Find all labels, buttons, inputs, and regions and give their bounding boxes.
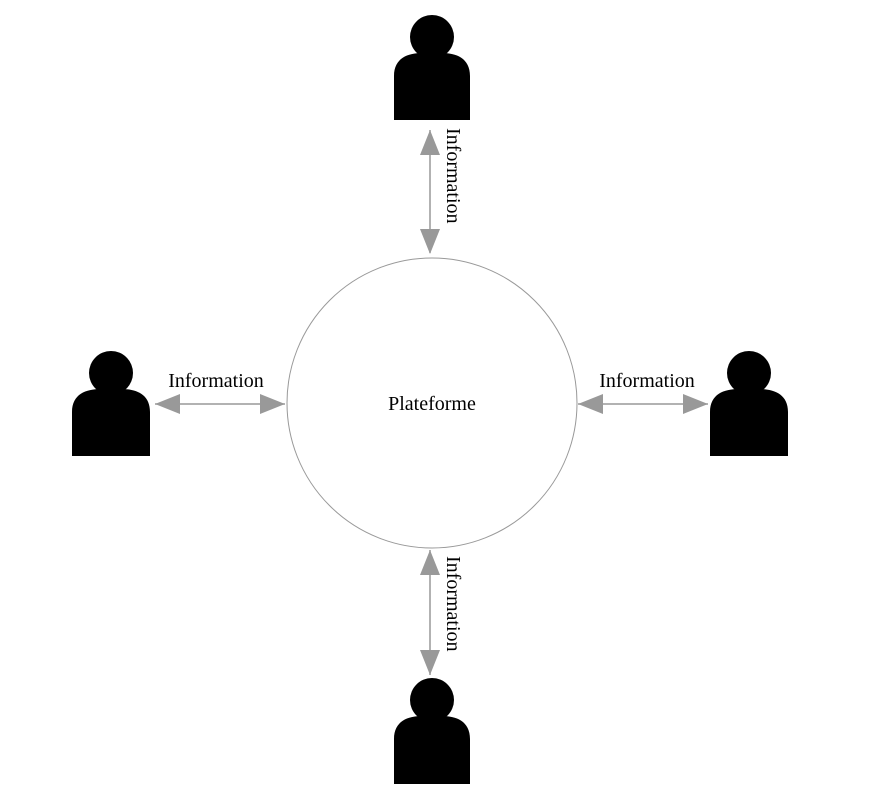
edge-right-label: Information — [599, 370, 695, 392]
platform-circle — [286, 257, 578, 549]
user-icon — [710, 351, 788, 456]
edge-bottom: Information — [420, 550, 464, 675]
edge-right: Information — [578, 370, 708, 414]
user-icon — [72, 351, 150, 456]
edge-left-label: Information — [168, 370, 264, 392]
edge-top: Information — [420, 128, 464, 254]
platform-label: Plateforme — [388, 393, 476, 415]
user-icon — [394, 678, 470, 784]
edge-top-label: Information — [442, 128, 464, 224]
user-icon — [394, 15, 470, 120]
edge-bottom-label: Information — [442, 556, 464, 652]
edge-left: Information — [155, 370, 285, 414]
